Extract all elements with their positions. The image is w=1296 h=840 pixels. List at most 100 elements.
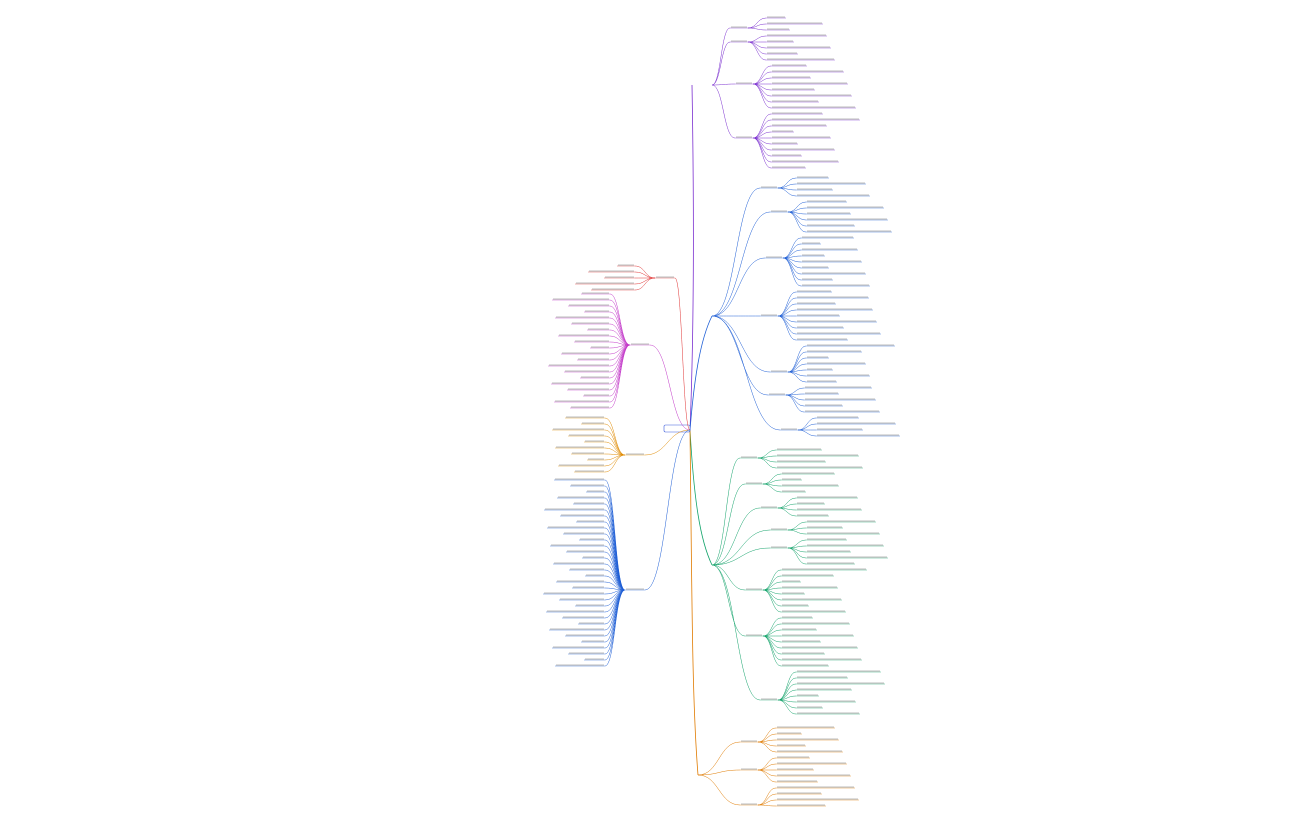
leaf-text-green-right-22: [782, 580, 800, 582]
leaf-link-green-right-14: [787, 529, 807, 535]
leaf-link-green-right-7: [762, 483, 782, 493]
left-leaf-text-blue-left-25: [550, 628, 604, 630]
leaf-link-blue-right-4: [787, 201, 807, 213]
left-leaf-text-orange-left-2: [553, 428, 604, 430]
left-link-magenta-left-1: [609, 299, 631, 346]
leaf-link-purple-top-8: [752, 65, 772, 85]
left-leaf-text-blue-left-8: [548, 526, 604, 528]
leaf-link-blue-right-28: [787, 345, 807, 373]
leaf-text-blue-right-12: [802, 248, 857, 250]
leaf-text-purple-top-16: [772, 112, 822, 114]
leaf-link-orange-right-2: [757, 739, 777, 743]
leaf-text-purple-top-11: [772, 82, 847, 84]
left-leaf-text-blue-left-14: [554, 562, 604, 564]
leaf-link-green-right-35: [762, 635, 782, 661]
leaf-text-blue-right-39: [805, 410, 879, 412]
leaf-text-blue-right-15: [802, 266, 828, 268]
left-leaf-text-magenta-left-15: [552, 382, 609, 384]
branch-purple-top-0: [711, 27, 731, 86]
leaf-text-blue-right-25: [797, 326, 843, 328]
left-leaf-text-magenta-left-17: [584, 394, 609, 396]
leaf-text-green-right-20: [782, 568, 866, 570]
left-leaf-text-blue-left-2: [587, 490, 604, 492]
branch-blue-right-2: [711, 257, 766, 317]
node-text-orange-right-1: [741, 768, 757, 770]
leaf-text-green-right-38: [797, 676, 847, 678]
node-text-green-right-0: [741, 456, 757, 458]
node-text-blue-right-4: [771, 370, 787, 372]
leaf-text-green-right-19: [807, 562, 854, 564]
leaf-link-blue-right-18: [782, 257, 802, 287]
leaf-link-green-right-37: [777, 671, 797, 701]
leaf-text-blue-right-23: [797, 314, 839, 316]
leaf-text-blue-right-26: [797, 332, 880, 334]
leaf-link-orange-right-6: [757, 763, 777, 771]
leaf-text-blue-right-9: [807, 230, 891, 232]
leaf-text-purple-top-9: [772, 70, 843, 72]
leaf-link-blue-right-40: [797, 417, 817, 431]
left-leaf-text-orange-left-7: [588, 458, 604, 460]
leaf-text-orange-right-3: [777, 744, 805, 746]
leaf-link-green-right-36: [762, 635, 782, 667]
leaf-text-green-right-5: [782, 478, 801, 480]
leaf-text-blue-right-3: [797, 194, 869, 196]
leaf-text-purple-top-21: [772, 142, 797, 144]
branch-orange-right-2: [697, 774, 741, 806]
leaf-text-blue-right-5: [807, 206, 883, 208]
trunk-blue-left: [644, 429, 691, 591]
left-link-magenta-left-19: [609, 344, 631, 409]
left-link-red-left-0: [634, 265, 656, 279]
leaf-text-purple-top-13: [772, 94, 851, 96]
left-leaf-text-magenta-left-18: [555, 400, 609, 402]
branch-layer: [543, 16, 900, 807]
leaf-text-blue-right-32: [807, 368, 832, 370]
leaf-link-green-right-23: [762, 587, 782, 591]
leaf-text-blue-right-6: [807, 212, 850, 214]
branch-purple-top-2: [711, 83, 736, 86]
leaf-text-green-right-2: [777, 460, 825, 462]
leaf-text-green-right-28: [782, 616, 812, 618]
trunk-red-left: [674, 277, 691, 431]
leaf-text-green-right-35: [782, 658, 861, 660]
left-link-orange-left-8: [604, 454, 626, 467]
node-text-green-right-7: [761, 698, 777, 700]
left-link-blue-left-10: [604, 539, 626, 591]
left-leaf-text-magenta-left-10: [562, 352, 609, 354]
leaf-text-green-right-42: [797, 700, 855, 702]
trunk-orange-left: [644, 429, 691, 456]
leaf-link-purple-top-2: [747, 27, 767, 31]
left-link-red-left-1: [634, 271, 656, 279]
left-leaf-text-magenta-left-12: [549, 364, 609, 366]
leaf-text-green-right-37: [797, 670, 880, 672]
leaf-link-purple-top-25: [752, 137, 772, 169]
leaf-link-orange-right-5: [757, 757, 777, 771]
leaf-text-blue-right-34: [807, 380, 836, 382]
leaf-text-blue-right-11: [802, 242, 820, 244]
leaf-text-blue-right-8: [807, 224, 854, 226]
leaf-text-blue-right-38: [805, 404, 842, 406]
leaf-link-orange-right-8: [757, 769, 777, 777]
left-leaf-text-orange-left-3: [569, 434, 604, 436]
leaf-text-green-right-24: [782, 592, 804, 594]
leaf-text-blue-right-31: [807, 362, 865, 364]
left-link-blue-left-28: [604, 589, 626, 649]
left-leaf-text-red-left-0: [618, 264, 634, 266]
central-trunk: [689, 84, 713, 776]
left-link-magenta-left-6: [609, 329, 631, 346]
leaf-link-orange-right-9: [757, 769, 777, 783]
node-text-blue-right-5: [769, 393, 785, 395]
left-leaf-text-magenta-left-4: [556, 316, 609, 318]
left-link-blue-left-22: [604, 589, 626, 613]
leaf-text-blue-right-29: [807, 350, 861, 352]
leaf-link-purple-top-18: [752, 125, 772, 139]
branch-green-right-6: [711, 564, 746, 637]
leaf-text-purple-top-0: [767, 16, 785, 18]
leaf-text-blue-right-27: [797, 338, 847, 340]
leaf-text-green-right-4: [782, 472, 834, 474]
leaf-link-blue-right-9: [787, 211, 807, 233]
branch-green-right-7: [711, 564, 761, 701]
leaf-text-orange-right-4: [777, 750, 842, 752]
leaf-text-blue-right-17: [802, 278, 832, 280]
left-link-blue-left-3: [604, 497, 626, 591]
node-text-blue-right-6: [781, 428, 797, 430]
